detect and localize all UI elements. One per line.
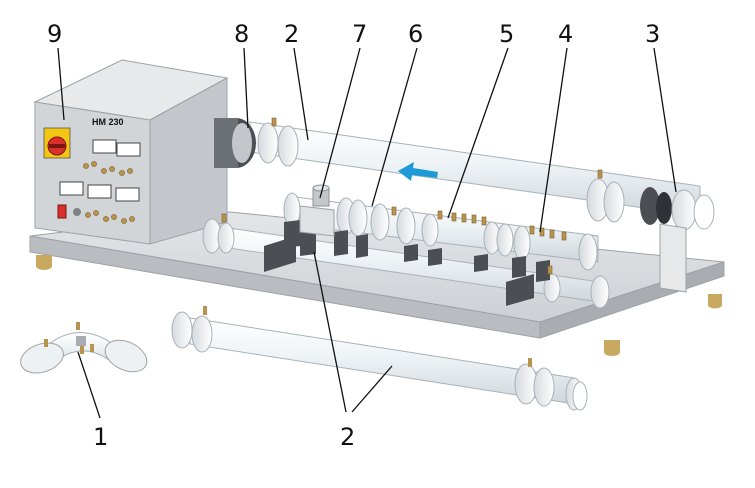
callout-7: 7 <box>352 20 367 48</box>
callout-5: 5 <box>499 20 514 48</box>
pressure-connectors <box>83 161 135 224</box>
callout-2-top: 2 <box>284 20 299 48</box>
pressure-taps <box>221 117 603 275</box>
orifice-block <box>299 184 335 237</box>
power-indicators <box>57 204 81 219</box>
upper-flanges <box>257 122 625 223</box>
main-switch <box>43 127 71 159</box>
pipe-bend <box>20 322 148 374</box>
pipe-supports <box>264 220 550 306</box>
callout-3: 3 <box>645 20 660 48</box>
flow-direction-arrow <box>398 162 438 181</box>
callout-9: 9 <box>47 20 62 48</box>
panel-title: HM 230 <box>92 117 124 127</box>
callout-1: 1 <box>93 423 108 451</box>
control-housing <box>33 59 229 245</box>
inlet-nozzle <box>640 187 715 293</box>
fan-unit <box>214 118 256 168</box>
display-meters <box>59 139 141 202</box>
callout-6: 6 <box>408 20 423 48</box>
loose-pipe <box>171 306 588 411</box>
callout-8: 8 <box>234 20 249 48</box>
leader-lines <box>57 47 677 419</box>
base-feet <box>36 255 722 356</box>
callout-4: 4 <box>558 20 573 48</box>
callout-2-bottom: 2 <box>340 423 355 451</box>
